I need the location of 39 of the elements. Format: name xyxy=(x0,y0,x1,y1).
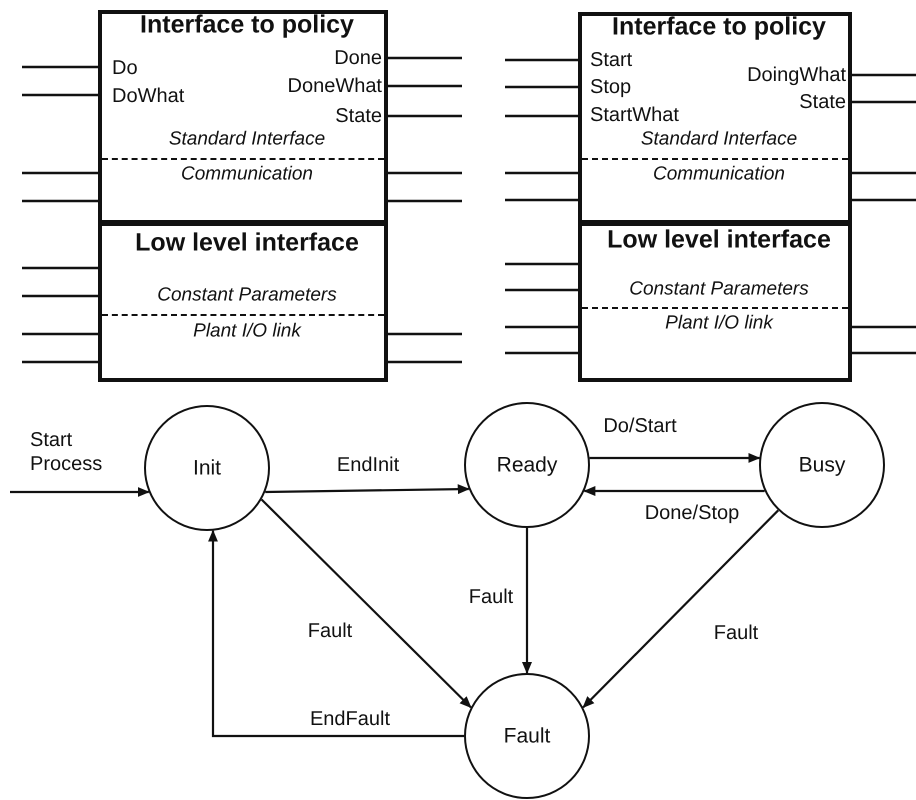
block-heading: Low level interface xyxy=(135,229,359,257)
section-label: Communication xyxy=(653,164,785,186)
block-heading: Low level interface xyxy=(607,226,831,254)
arrow xyxy=(590,452,760,463)
arrow xyxy=(10,487,150,497)
signal-name: Done xyxy=(334,47,382,69)
state-name: Busy xyxy=(798,453,846,477)
block-heading: Interface to policy xyxy=(140,11,354,39)
state-name: Ready xyxy=(496,453,558,477)
interface-block xyxy=(578,12,852,224)
arrow xyxy=(582,510,780,708)
signal-name: DoneWhat xyxy=(288,75,382,97)
edge-label: Start Process xyxy=(29,428,104,476)
section-label: Constant Parameters xyxy=(157,286,337,306)
arrow xyxy=(522,528,532,674)
section-label: Standard Interface xyxy=(168,130,326,150)
section-label: Constant Parameters xyxy=(629,280,809,300)
section-label: Plant I/O link xyxy=(665,314,773,334)
arrow xyxy=(583,486,765,496)
signal-name: State xyxy=(335,105,382,127)
arrow xyxy=(265,484,470,494)
signal-name: Do xyxy=(112,57,138,79)
state-name: Fault xyxy=(504,724,550,748)
signal-name: StartWhat xyxy=(590,104,679,126)
interface-block xyxy=(578,222,852,382)
signal-name: Start xyxy=(590,49,632,71)
signal-name: DoWhat xyxy=(112,85,184,107)
arrow xyxy=(260,498,472,708)
arrow xyxy=(208,530,464,738)
interface-block xyxy=(98,10,388,224)
signal-name: State xyxy=(799,91,846,113)
section-label: Standard Interface xyxy=(640,130,798,150)
block-heading: Interface to policy xyxy=(612,13,826,41)
interface-block xyxy=(98,222,388,382)
signal-name: Stop xyxy=(590,76,632,98)
state-name: Init xyxy=(193,456,221,480)
signal-name: DoingWhat xyxy=(747,64,846,86)
section-label: Plant I/O link xyxy=(193,322,301,342)
section-label: Communication xyxy=(181,164,313,186)
